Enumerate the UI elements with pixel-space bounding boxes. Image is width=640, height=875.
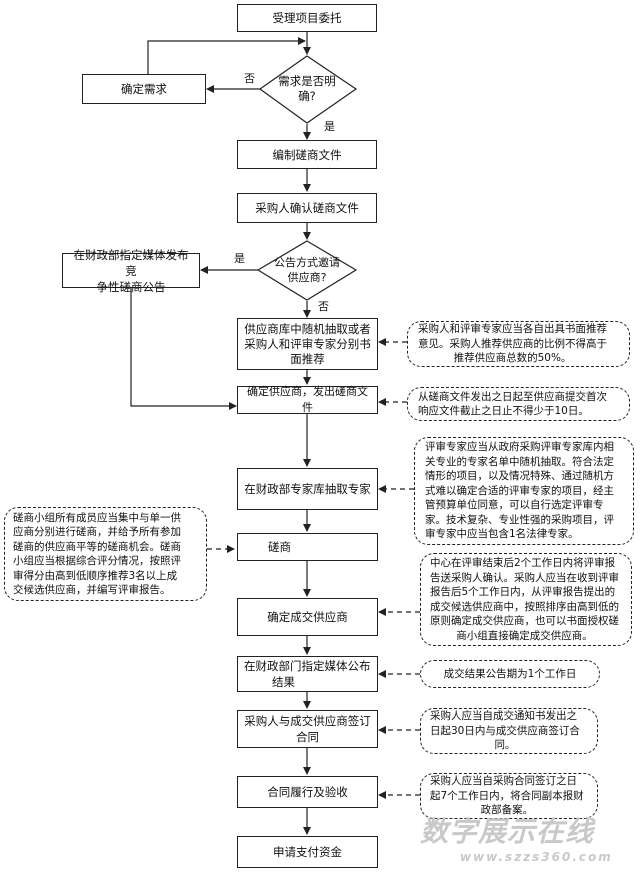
- node-confirm-deal: 确定成交供应商: [237, 598, 378, 636]
- node-accept: 受理项目委托: [237, 4, 377, 32]
- demand-decision-line-1: 需求是否明: [278, 74, 336, 88]
- note-contract-time-line-3: 同。: [494, 739, 516, 752]
- note-report-line-3: 报告后5个工作日内，从评审报告提出的: [430, 586, 616, 598]
- note-deadline-line-1: 从磋商文件发出之日起至供应商提交首次: [418, 390, 607, 403]
- note-announce-period: 成交结果公告期为1个工作日: [420, 660, 600, 688]
- invite-decision-line-2: 供应商?: [287, 271, 327, 284]
- note-contract-time: 采购人应当自成交通知书发出之 日起30日内与成交供应商签订合 同。: [420, 708, 598, 754]
- node-confirm-suppliers: 确定供应商，发出磋商文件: [237, 385, 378, 414]
- note-negotiation-line-3: 磋商的供应商平等的磋商机会。磋商: [13, 540, 181, 553]
- watermark-url: www.szzs360.com: [460, 850, 613, 864]
- note-report: 中心在评审结束后2个工作日内将评审报 告送采购人确认。采购人应当在收到评审 报告…: [420, 553, 632, 646]
- node-select-suppliers: 供应商库中随机抽取或者 采购人和评审专家分别书 面推荐: [237, 318, 378, 370]
- note-report-line-5: 原则确定成交供应商，也可以书面授权磋: [430, 615, 619, 627]
- node-apply-payment: 申请支付资金: [237, 836, 378, 868]
- node-announce: 在财政部指定媒体发布竞 争性磋商公告: [62, 248, 200, 294]
- invite-decision-diamond: [256, 240, 358, 301]
- label-yes-invite: 是: [234, 252, 245, 265]
- note-experts: 评审专家应当从政府采购评审专家库内相 关专业的专家名单中随机抽取。符合法定 情形…: [414, 437, 634, 545]
- note-experts-line-7: 审专家中应当包含1名法律专家。: [425, 528, 579, 541]
- node-confirm-demand: 确定需求: [82, 74, 206, 104]
- label-yes-demand: 是: [324, 120, 335, 133]
- note-negotiation-line-5: 审得分由高到低顺序推荐3名以上成: [13, 569, 178, 582]
- note-negotiation: 磋商小组所有成员应当集中与单一供 应商分别进行磋商，并给予所有参加 磋商的供应商…: [4, 507, 207, 601]
- note-deadline: 从磋商文件发出之日起至供应商提交首次 响应文件截止之日止不得少于10日。: [407, 387, 630, 421]
- node-publish-result: 在财政部门指定媒体公布 结果: [237, 656, 378, 692]
- note-negotiation-line-2: 应商分别进行磋商，并给予所有参加: [13, 526, 181, 538]
- invite-decision-line-1: 公告方式邀请: [274, 256, 340, 269]
- note-report-line-4: 成交候选供应商中，按照排序由高到低的: [430, 600, 619, 613]
- invite-decision-text: 公告方式邀请 供应商?: [264, 255, 350, 285]
- note-experts-line-2: 关专业的专家名单中随机抽取。符合法定: [425, 455, 614, 468]
- node-extract-experts: 在财政部专家库抽取专家: [237, 468, 378, 510]
- note-recommend-line-2: 意见。采购人推荐供应商的比例不得高于: [418, 337, 607, 350]
- note-contract-time-line-2: 日起30日内与成交供应商签订合: [430, 724, 580, 737]
- node-publish-line-1: 在财政部门指定媒体公布: [244, 659, 371, 673]
- demand-decision-line-2: 确?: [298, 89, 316, 103]
- label-no-invite: 否: [318, 300, 329, 313]
- note-negotiation-line-1: 磋商小组所有成员应当集中与单一供: [13, 511, 181, 524]
- note-contract-time-line-1: 采购人应当自成交通知书发出之: [430, 710, 577, 723]
- note-deadline-line-2: 响应文件截止之日止不得少于10日。: [418, 405, 589, 417]
- node-publish-line-2: 结果: [272, 675, 295, 689]
- note-filing-line-3: 政部备案。: [480, 804, 534, 817]
- node-announce-line-2: 争性磋商公告: [96, 279, 166, 294]
- node-negotiate: 磋商: [237, 533, 378, 561]
- demand-decision-diamond: [258, 55, 358, 124]
- watermark: 数字展示在线 www.szzs360.com: [420, 810, 613, 864]
- node-sign-line-2: 合同: [296, 730, 319, 744]
- node-sign-contract: 采购人与成交供应商签订 合同: [237, 710, 378, 748]
- note-report-line-6: 商小组直接确定成交供应商。: [456, 629, 593, 642]
- note-filing-line-2: 起7个工作日内，将合同副本报财: [430, 789, 584, 802]
- note-experts-line-4: 式难以确定合适的评审专家的项目，经主: [425, 484, 614, 497]
- note-filing-line-1: 采购人应当自采购合同签订之日: [430, 775, 577, 788]
- node-select-line-2: 采购人和评审专家分别书: [244, 336, 371, 351]
- note-recommend: 采购人和评审专家应当各自出具书面推荐 意见。采购人推荐供应商的比例不得高于 推荐…: [407, 321, 630, 367]
- watermark-title: 数字展示在线: [420, 815, 595, 848]
- node-purchaser-confirm: 采购人确认磋商文件: [237, 193, 377, 223]
- demand-decision-text: 需求是否明 确?: [268, 74, 346, 104]
- note-experts-line-5: 管预算单位同意，可以自行选定评审专: [425, 499, 604, 512]
- note-filing: 采购人应当自采购合同签订之日 起7个工作日内，将合同副本报财 政部备案。: [420, 773, 598, 819]
- note-recommend-line-1: 采购人和评审专家应当各自出具书面推荐: [418, 323, 607, 336]
- note-experts-line-3: 情形的项目，以及情况特殊、通过随机方: [425, 470, 614, 483]
- node-compile-docs: 编制磋商文件: [237, 140, 377, 169]
- note-announce-period-line-1: 成交结果公告期为1个工作日: [443, 667, 577, 680]
- node-perform-contract: 合同履行及验收: [237, 776, 378, 808]
- node-announce-line-1: 在财政部指定媒体发布竞: [73, 247, 189, 278]
- note-experts-line-6: 家。技术复杂、专业性强的采购项目，评: [425, 513, 614, 526]
- note-experts-line-1: 评审专家应当从政府采购评审专家库内相: [425, 441, 614, 454]
- note-negotiation-line-4: 小组应当根据综合评分情况，按照评: [13, 555, 181, 567]
- note-report-line-1: 中心在评审结束后2个工作日内将评审报: [430, 557, 616, 569]
- node-select-line-3: 面推荐: [290, 351, 325, 366]
- note-recommend-line-3: 推荐供应商总数的50%。: [453, 352, 572, 365]
- node-select-line-1: 供应商库中随机抽取或者: [244, 321, 371, 336]
- note-negotiation-line-6: 交候选供应商，并编写评审报告。: [13, 584, 171, 596]
- node-sign-line-1: 采购人与成交供应商签订: [244, 714, 371, 728]
- label-no-demand: 否: [244, 72, 255, 85]
- note-report-line-2: 告送采购人确认。采购人应当在收到评审: [430, 571, 619, 584]
